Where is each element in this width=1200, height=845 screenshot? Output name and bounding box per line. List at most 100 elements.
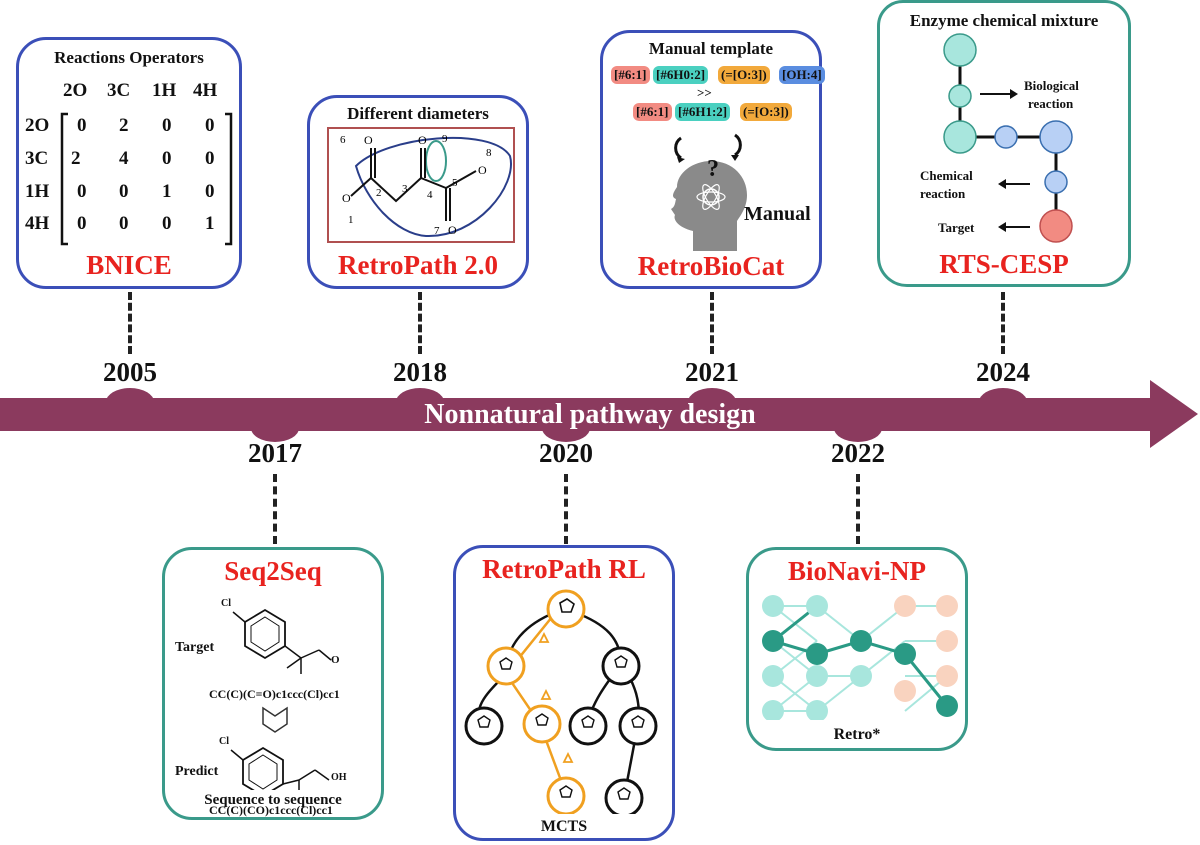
target-label: Target [938, 220, 975, 235]
matrix-cell: 0 [162, 115, 172, 136]
atom-label: 5 [452, 177, 458, 189]
bnice-row-header: 3C [25, 148, 49, 169]
bnice-col-header: 2O [63, 80, 88, 101]
template-token: [OH:4] [779, 66, 825, 84]
matrix-cell: 0 [77, 115, 87, 136]
bnice-col-header: 4H [193, 80, 218, 101]
bionavi-footer: Retro* [833, 726, 881, 743]
retropath2-subtitle: Different diameters [347, 104, 489, 123]
year-2022: 2022 [831, 438, 885, 468]
retropathrl-footer: MCTS [540, 818, 588, 835]
atom-label: O [342, 191, 351, 205]
bnice-row-header: 4H [25, 213, 50, 234]
atom-label: O [448, 223, 457, 237]
rtscesp-card: Enzyme chemical mixture Biological react… [877, 0, 1131, 287]
bnice-card: Reactions Operators 2O 3C 1H 4H 2O 3C 1H… [16, 37, 242, 289]
connector-2020 [564, 474, 568, 544]
connector-2018 [418, 292, 422, 354]
bionavi-title: BioNavi-NP [788, 556, 926, 586]
bnice-row-header: 2O [25, 115, 50, 136]
mcts-tree-diagram [464, 589, 658, 814]
retropath2-title: RetroPath 2.0 [338, 250, 498, 280]
cl-label: Cl [221, 598, 231, 609]
matrix-cell: 2 [119, 115, 129, 136]
retropathrl-card: RetroPath RL MCTS [453, 545, 675, 841]
matrix-cell: 2 [71, 148, 81, 169]
oh-label: OH [331, 772, 347, 783]
bnice-row-header: 1H [25, 181, 50, 202]
connector-2021 [710, 292, 714, 354]
atom-label: 3 [402, 183, 408, 195]
matrix-cell: 0 [162, 213, 172, 234]
connector-2017 [273, 474, 277, 544]
atom-label: 8 [486, 147, 492, 159]
template-token: [#6H0:2] [653, 66, 709, 84]
target-smiles: CC(C)(C=O)c1ccc(Cl)cc1 [209, 687, 340, 701]
matrix-cell: 0 [205, 181, 215, 202]
atom-label: O [418, 133, 427, 147]
matrix-cell: 0 [205, 148, 215, 169]
bio-reaction-label-2: reaction [1028, 96, 1074, 111]
atom-label: O [326, 126, 327, 127]
year-2018: 2018 [393, 357, 447, 387]
matrix-cell: 1 [162, 181, 172, 202]
matrix-cell: 0 [162, 148, 172, 169]
bnice-subtitle: Reactions Operators [54, 48, 204, 67]
template-token: (=[O:3]) [718, 66, 770, 84]
atom-label: 4 [427, 189, 433, 201]
atom-label: 2 [376, 187, 382, 199]
matrix-cell: 0 [205, 115, 215, 136]
seq2seq-molecules [230, 608, 332, 790]
rtscesp-subtitle: Enzyme chemical mixture [909, 11, 1099, 30]
year-2017: 2017 [248, 438, 302, 468]
matrix-cell: 4 [119, 148, 129, 169]
bnice-title: BNICE [86, 250, 172, 280]
bnice-col-header: 3C [107, 80, 131, 101]
connector-2022 [856, 474, 860, 544]
cl-label: Cl [219, 736, 229, 747]
year-2024: 2024 [976, 357, 1030, 387]
template-token: [#6:1] [633, 103, 672, 121]
chem-reaction-label-1: Chemical [920, 168, 973, 183]
template-token: (=[O:3]) [740, 103, 792, 121]
target-label: Target [175, 640, 215, 655]
question-mark: ? [707, 156, 719, 182]
connector-2024 [1001, 292, 1005, 354]
rtscesp-title: RTS-CESP [939, 249, 1069, 279]
enzyme-network-diagram [943, 33, 1073, 243]
retrobiocat-subtitle: Manual template [648, 39, 774, 58]
matrix-cell: 0 [119, 181, 129, 202]
matrix-brackets [60, 112, 233, 246]
timeline-arrow [0, 380, 1198, 448]
matrix-cell: 0 [77, 213, 87, 234]
matrix-cell: 1 [205, 213, 215, 234]
atom-label: 6 [340, 134, 346, 146]
bnice-col-header: 1H [152, 80, 177, 101]
atom-label: 9 [442, 133, 448, 145]
retrobiocat-card: Manual template [#6:1] [#6H0:2] (=[O:3])… [600, 30, 825, 289]
year-2020: 2020 [539, 438, 593, 468]
year-2021: 2021 [685, 357, 739, 387]
matrix-cell: 0 [77, 181, 87, 202]
seq2seq-card: Seq2Seq Cl O Target CC(C)(C=O)c1ccc(Cl)c… [162, 547, 384, 820]
atom-label: O [478, 163, 487, 177]
matrix-cell: 0 [119, 213, 129, 234]
predict-label: Predict [175, 764, 219, 779]
year-2005: 2005 [103, 357, 157, 387]
predict-smiles: CC(C)(CO)c1ccc(Cl)cc1 [209, 803, 333, 817]
bio-reaction-label-1: Biological [1024, 78, 1079, 93]
connector-2005 [128, 292, 132, 354]
atom-label: 1 [348, 214, 354, 226]
template-token: [#6H1:2] [675, 103, 731, 121]
retropathrl-title: RetroPath RL [482, 554, 646, 584]
neural-network-diagram [762, 595, 958, 720]
retrobiocat-title: RetroBioCat [637, 251, 785, 281]
o-label: O [331, 654, 340, 666]
chem-reaction-label-2: reaction [920, 186, 966, 201]
seq2seq-title: Seq2Seq [224, 556, 322, 586]
retropath2-card: Different diameters 6 O 2 O 1 3 4 O 9 5 … [307, 95, 529, 289]
template-token: [#6:1] [611, 66, 650, 84]
molecule-diagram: 6 O 2 O 1 3 4 O 9 5 O 8 O 7 O [326, 126, 515, 243]
template-separator: >> [697, 85, 712, 100]
